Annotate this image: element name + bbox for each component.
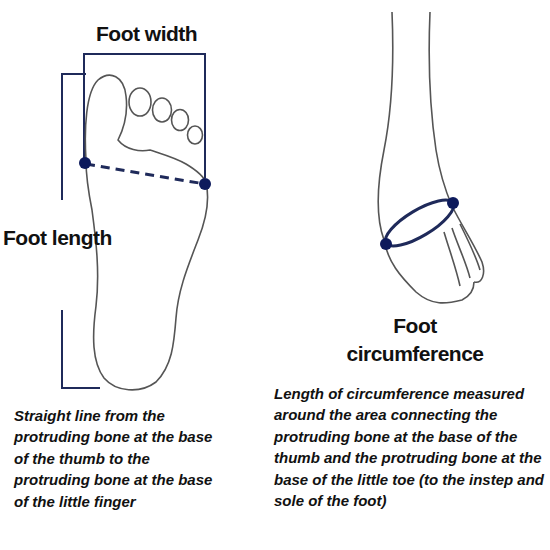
dimension-label: Foot length — [3, 224, 113, 252]
measure-brackets — [62, 54, 205, 388]
foot-side — [378, 12, 484, 303]
bone-dot — [199, 178, 211, 190]
bone-dot — [79, 157, 91, 169]
width-line — [86, 164, 205, 184]
dimension-label: Foot width — [96, 20, 226, 48]
caption-note: Length of circumference measured around … — [274, 383, 546, 512]
bone-dot — [447, 197, 459, 209]
circumference-ring — [379, 192, 459, 254]
caption-note: Straight line from the protruding bone a… — [14, 405, 229, 512]
bone-dot — [380, 238, 392, 250]
dimension-label: Foot circumference — [340, 312, 490, 369]
